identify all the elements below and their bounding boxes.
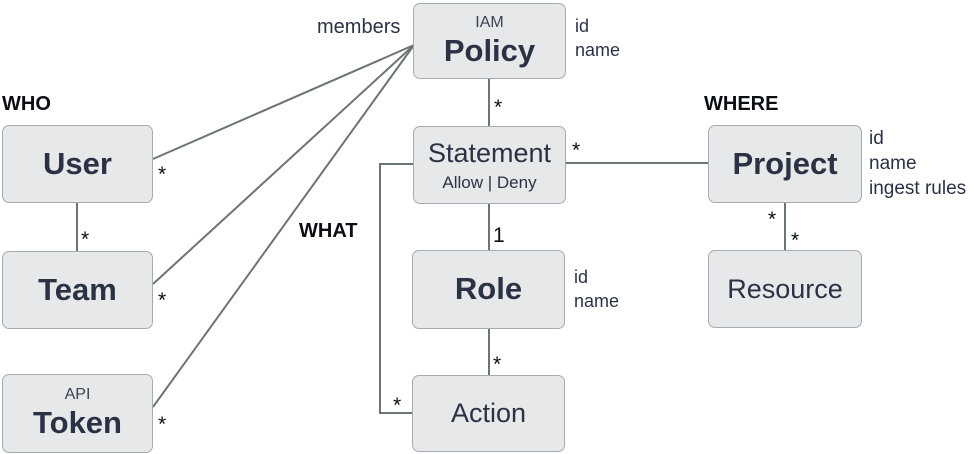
- node-policy-title: Policy: [443, 32, 536, 68]
- multiplicity-project-resource-upper: *: [768, 208, 777, 231]
- attribute: name: [575, 40, 621, 60]
- node-statement: Statement Allow | Deny: [413, 126, 566, 204]
- node-role-title: Role: [454, 271, 523, 307]
- section-label-where: WHERE: [704, 93, 779, 115]
- node-resource: Resource: [708, 250, 862, 328]
- multiplicity-statement-action: *: [393, 394, 402, 417]
- node-action-title: Action: [450, 398, 527, 429]
- node-role-attributes: id name: [574, 265, 619, 313]
- multiplicity-policy-token: *: [158, 413, 167, 436]
- node-token-tag: API: [64, 386, 91, 404]
- multiplicity-policy-team: *: [158, 289, 167, 312]
- attribute: ingest rules: [869, 178, 967, 199]
- edge-policy-user: [152, 44, 415, 160]
- attribute: id: [869, 128, 884, 149]
- node-team: Team: [2, 251, 153, 329]
- attribute: name: [574, 291, 620, 311]
- edge-statement-action: [379, 163, 413, 414]
- edge-policy-token: [152, 44, 415, 408]
- multiplicity-role-action: *: [493, 353, 502, 376]
- section-label-who: WHO: [2, 93, 51, 115]
- node-user-title: User: [43, 145, 112, 181]
- node-team-title: Team: [38, 271, 117, 307]
- section-label-what: WHAT: [299, 220, 358, 242]
- node-token: API Token: [2, 374, 153, 453]
- node-project: Project: [708, 125, 862, 203]
- node-policy-attributes: id name: [575, 14, 620, 62]
- node-policy-tag: IAM: [475, 13, 504, 31]
- multiplicity-project-resource-lower: *: [791, 229, 800, 252]
- multiplicity-statement-role: 1: [493, 224, 505, 247]
- node-action: Action: [412, 375, 565, 452]
- attribute: name: [869, 153, 917, 174]
- multiplicity-policy-statement: *: [494, 96, 503, 119]
- edge-policy-team: [152, 44, 415, 285]
- node-project-attributes: id name ingest rules: [869, 126, 966, 201]
- node-user: User: [2, 125, 153, 203]
- edge-label-members: members: [317, 16, 401, 38]
- node-role: Role: [412, 250, 565, 329]
- attribute: id: [575, 16, 590, 36]
- multiplicity-policy-user: *: [158, 163, 167, 186]
- attribute: id: [574, 267, 589, 287]
- node-project-title: Project: [732, 145, 838, 181]
- node-statement-subtitle: Allow | Deny: [442, 172, 537, 192]
- node-statement-title: Statement: [427, 138, 552, 169]
- node-policy: IAM Policy: [413, 3, 566, 79]
- node-token-title: Token: [33, 405, 122, 441]
- node-resource-title: Resource: [727, 273, 843, 304]
- multiplicity-user-team: *: [81, 228, 90, 251]
- multiplicity-statement-project: *: [572, 139, 581, 162]
